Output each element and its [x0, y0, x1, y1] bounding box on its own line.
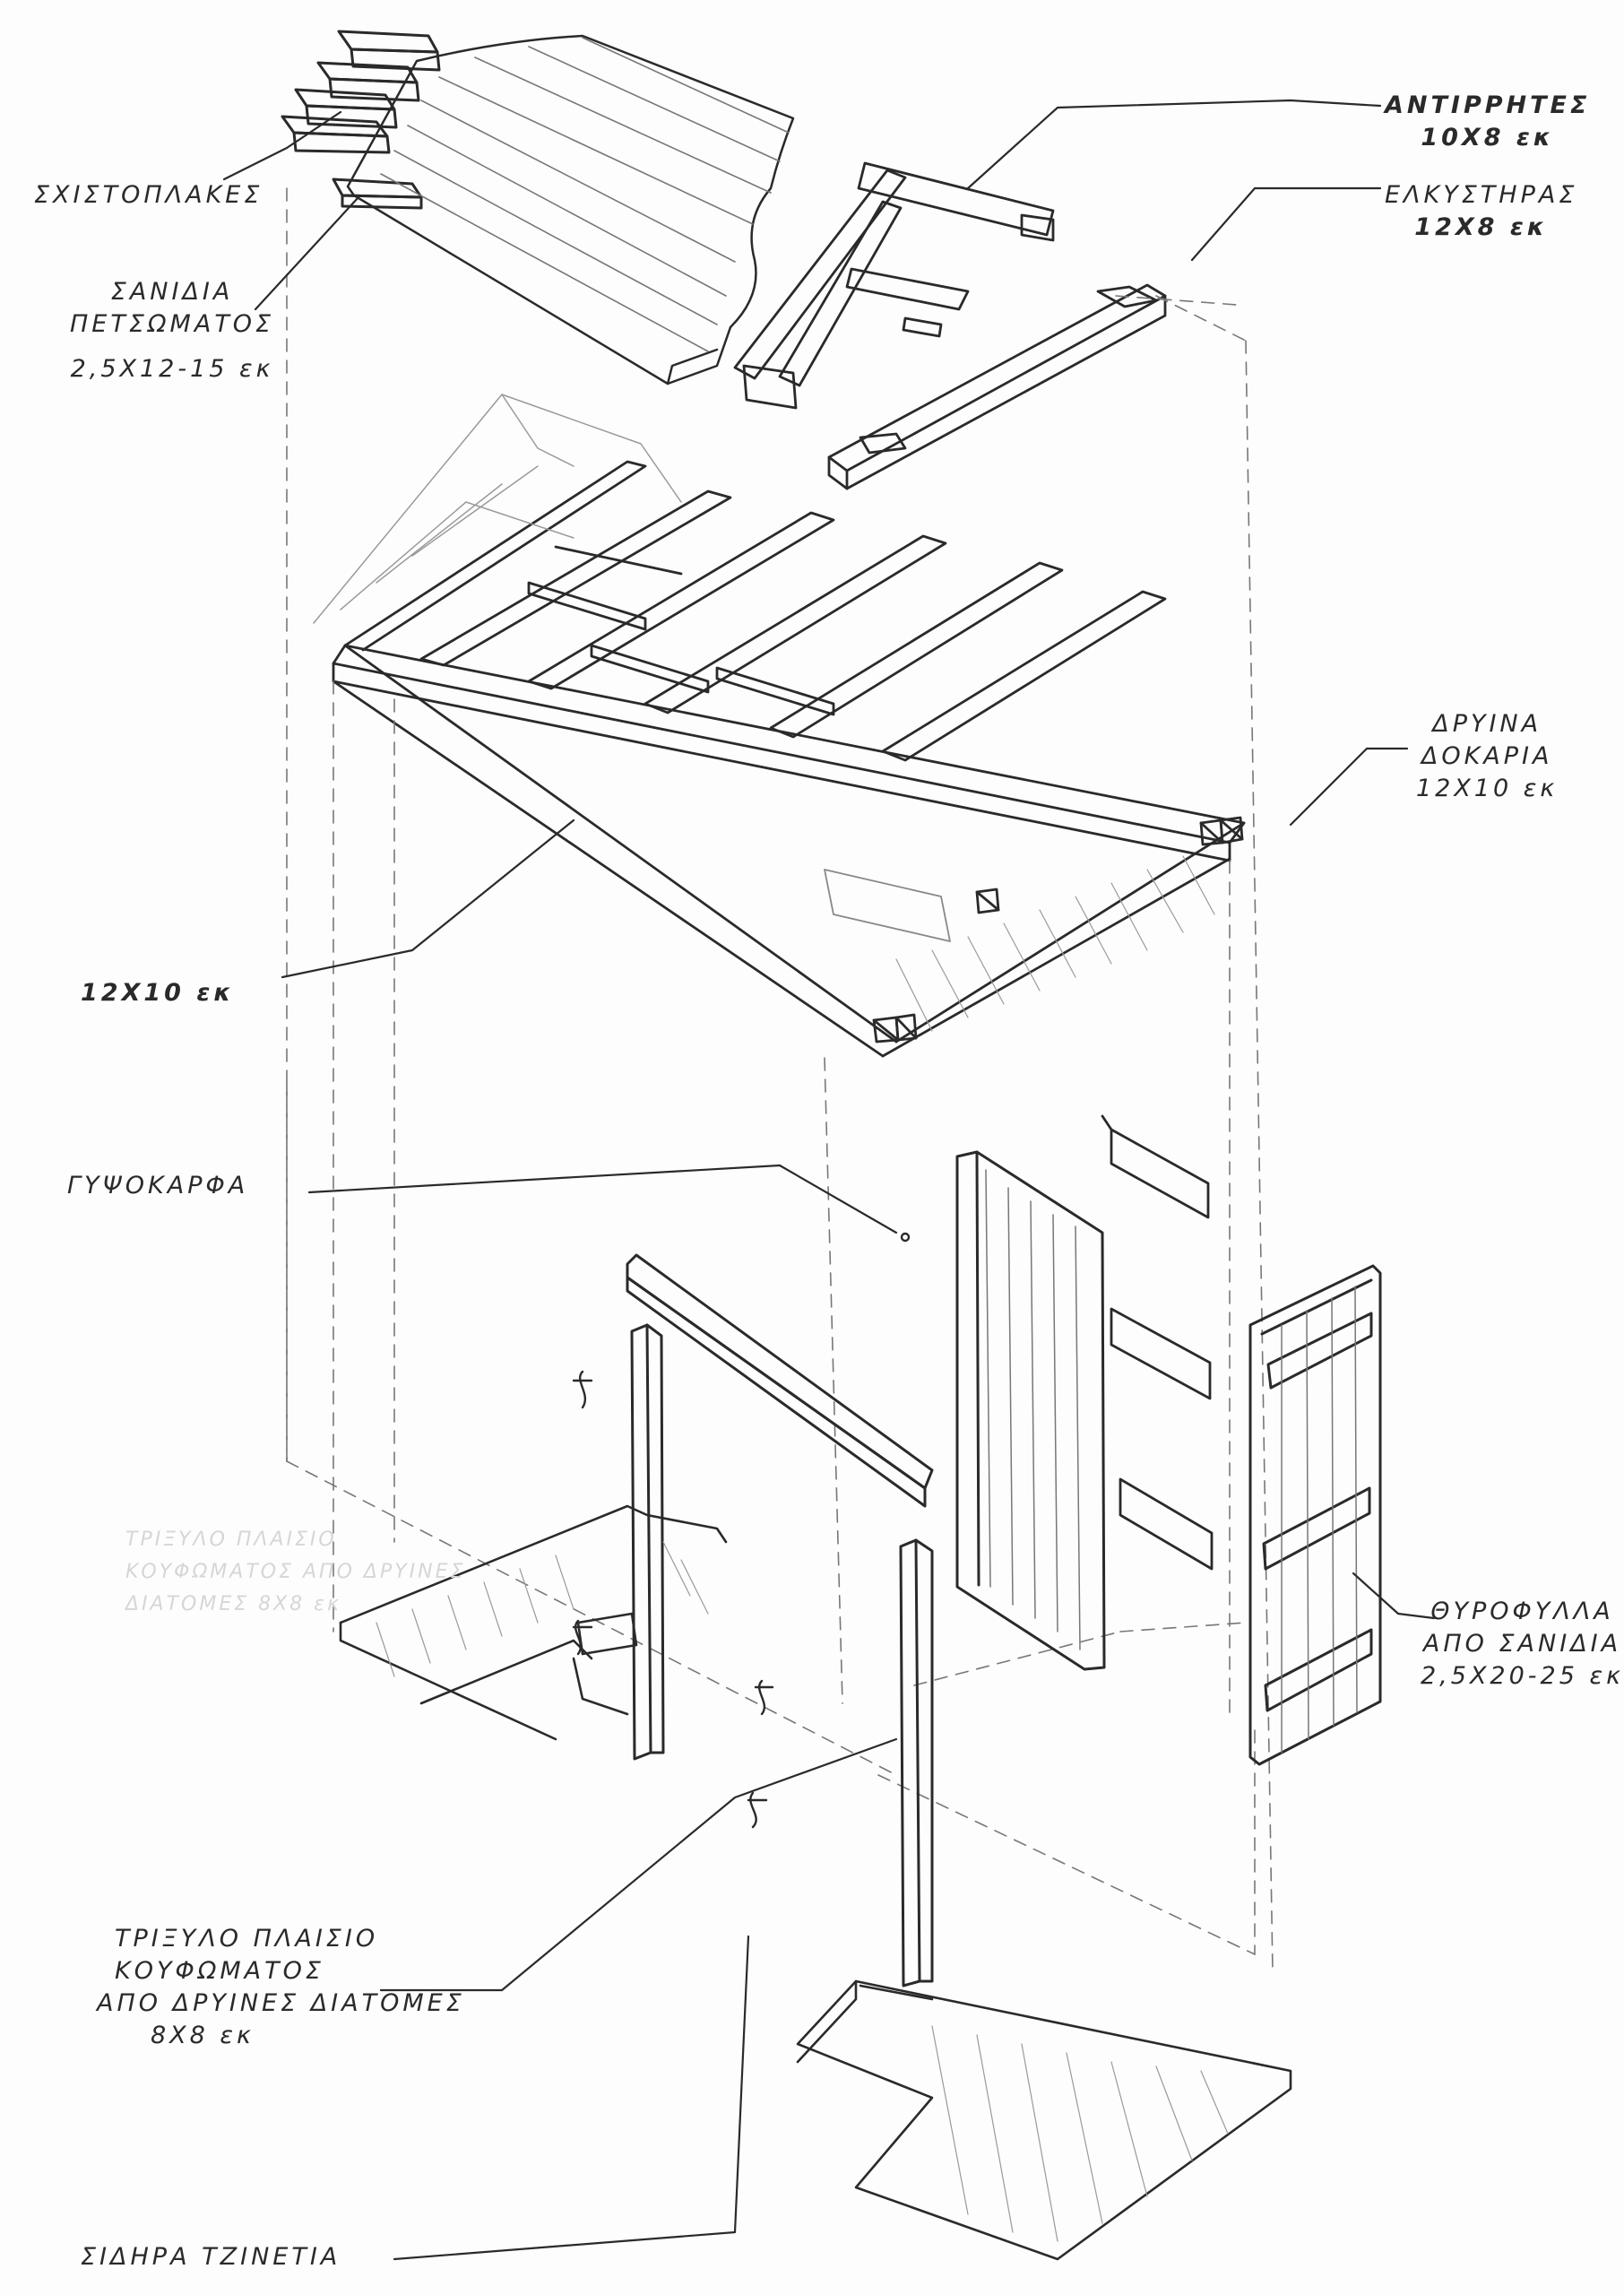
label-oak-beams: ΔΡΥΙΝΑ ΔΟΚΑΡΙΑ 12Χ10 εκ: [1416, 708, 1558, 805]
beam-frame: [332, 460, 1246, 1058]
floor-hatching: [376, 1541, 709, 1677]
label-oak-beams-size: 12Χ10 εκ: [1416, 775, 1559, 802]
label-door-frame-size: 8Χ8 εκ: [151, 2022, 255, 2049]
label-oak-beams-line1: ΔΡΥΙΝΑ: [1432, 710, 1542, 738]
label-tie-beam-size: 12Χ8 εκ: [1414, 213, 1549, 241]
stone-slab-stack: [281, 30, 441, 210]
roof-boarding: [346, 34, 795, 385]
roof-truss-struts: [733, 161, 1055, 410]
label-door-leaves-size: 2,5Χ20-25 εκ: [1421, 1662, 1624, 1690]
ghost-text-line1: ΤΡΙΞΥΛΟ ΠΛΑΙΣΙΟ: [125, 1529, 337, 1551]
label-door-frame: ΤΡΙΞΥΛΟ ΠΛΑΙΣΙΟ ΚΟΥΦΩΜΑΤΟΣ ΑΠΟ ΔΡΥΙΝΕΣ Δ…: [97, 1923, 465, 2052]
label-door-frame-line1: ΤΡΙΞΥΛΟ ΠΛΑΙΣΙΟ: [115, 1925, 379, 1953]
label-door-leaves-line1: ΘΥΡΟΦΥΛΛΑ: [1430, 1598, 1614, 1625]
label-door-leaves: ΘΥΡΟΦΥΛΛΑ ΑΠΟ ΣΑΝΙΔΙΑ 2,5Χ20-25 εκ: [1421, 1596, 1624, 1693]
label-struts: ΑΝΤΙΡΡΗΤΕΣ 10Χ8 εκ: [1385, 90, 1590, 154]
ghost-text: ΤΡΙΞΥΛΟ ΠΛΑΙΣΙΟ ΚΟΥΦΩΜΑΤΟΣ ΑΠΟ ΔΡΥΙΝΕΣ Δ…: [125, 1524, 465, 1621]
label-frame-beam-size: 12Χ10 εκ: [81, 979, 235, 1007]
label-struts-size: 10Χ8 εκ: [1421, 124, 1555, 152]
label-roof-boards-line2: ΠΕΤΣΩΜΑΤΟΣ: [70, 310, 275, 338]
label-roof-boards-size: 2,5Χ12-15 εκ: [70, 355, 274, 383]
label-gypsum-nail: ΓΥΨΟΚΑΡΦΑ: [67, 1172, 249, 1199]
door-leaf-right: [1248, 1264, 1382, 1766]
ceiling-hatching: [895, 855, 1215, 1032]
landing-hatching: [931, 2025, 1229, 2242]
bottom-landing: [796, 1979, 1292, 2261]
label-door-leaves-line2: ΑΠΟ ΣΑΝΙΔΙΑ: [1422, 1630, 1622, 1658]
ghost-text-line2: ΚΟΥΦΩΜΑΤΟΣ ΑΠΟ ΔΡΥΙΝΕΣ: [125, 1561, 466, 1583]
ghost-text-line3: ΔΙΑΤΟΜΕΣ 8Χ8 εκ: [125, 1593, 342, 1615]
label-tie-beam-line1: ΕΛΚΥΣΤΗΡΑΣ: [1385, 181, 1578, 209]
label-tie-beam: ΕΛΚΥΣΤΗΡΑΣ 12Χ8 εκ: [1385, 179, 1577, 244]
label-roof-boards: ΣΑΝΙΔΙΑ ΠΕΤΣΩΜΑΤΟΣ 2,5Χ12-15 εκ: [70, 276, 274, 385]
hinge-pins: [572, 1232, 911, 1829]
door-frame: [626, 1253, 934, 1988]
leader-lines: [222, 99, 1436, 2261]
dashed-construction-lines: [286, 187, 1274, 1973]
window-openings: [1101, 1114, 1214, 1571]
label-roof-boards-line1: ΣΑΝΙΔΙΑ: [110, 278, 234, 306]
tie-beam: [827, 283, 1167, 490]
label-struts-line1: ΑΝΤΙΡΡΗΤΕΣ: [1385, 91, 1591, 119]
label-door-frame-line2: ΚΟΥΦΩΜΑΤΟΣ: [115, 1957, 324, 1985]
label-stone-slabs: ΣΧΙΣΤΟΠΛΑΚΕΣ: [34, 181, 263, 209]
back-gable: [313, 394, 682, 624]
label-oak-beams-line2: ΔΟΚΑΡΙΑ: [1421, 742, 1553, 770]
label-iron-hinge: ΣΙΔΗΡΑ ΤΖΙΝΕΤΙΑ: [81, 2243, 341, 2271]
door-panel-left: [955, 1150, 1106, 1671]
label-door-frame-line3: ΑΠΟ ΔΡΥΙΝΕΣ ΔΙΑΤΟΜΕΣ: [97, 1989, 465, 2017]
